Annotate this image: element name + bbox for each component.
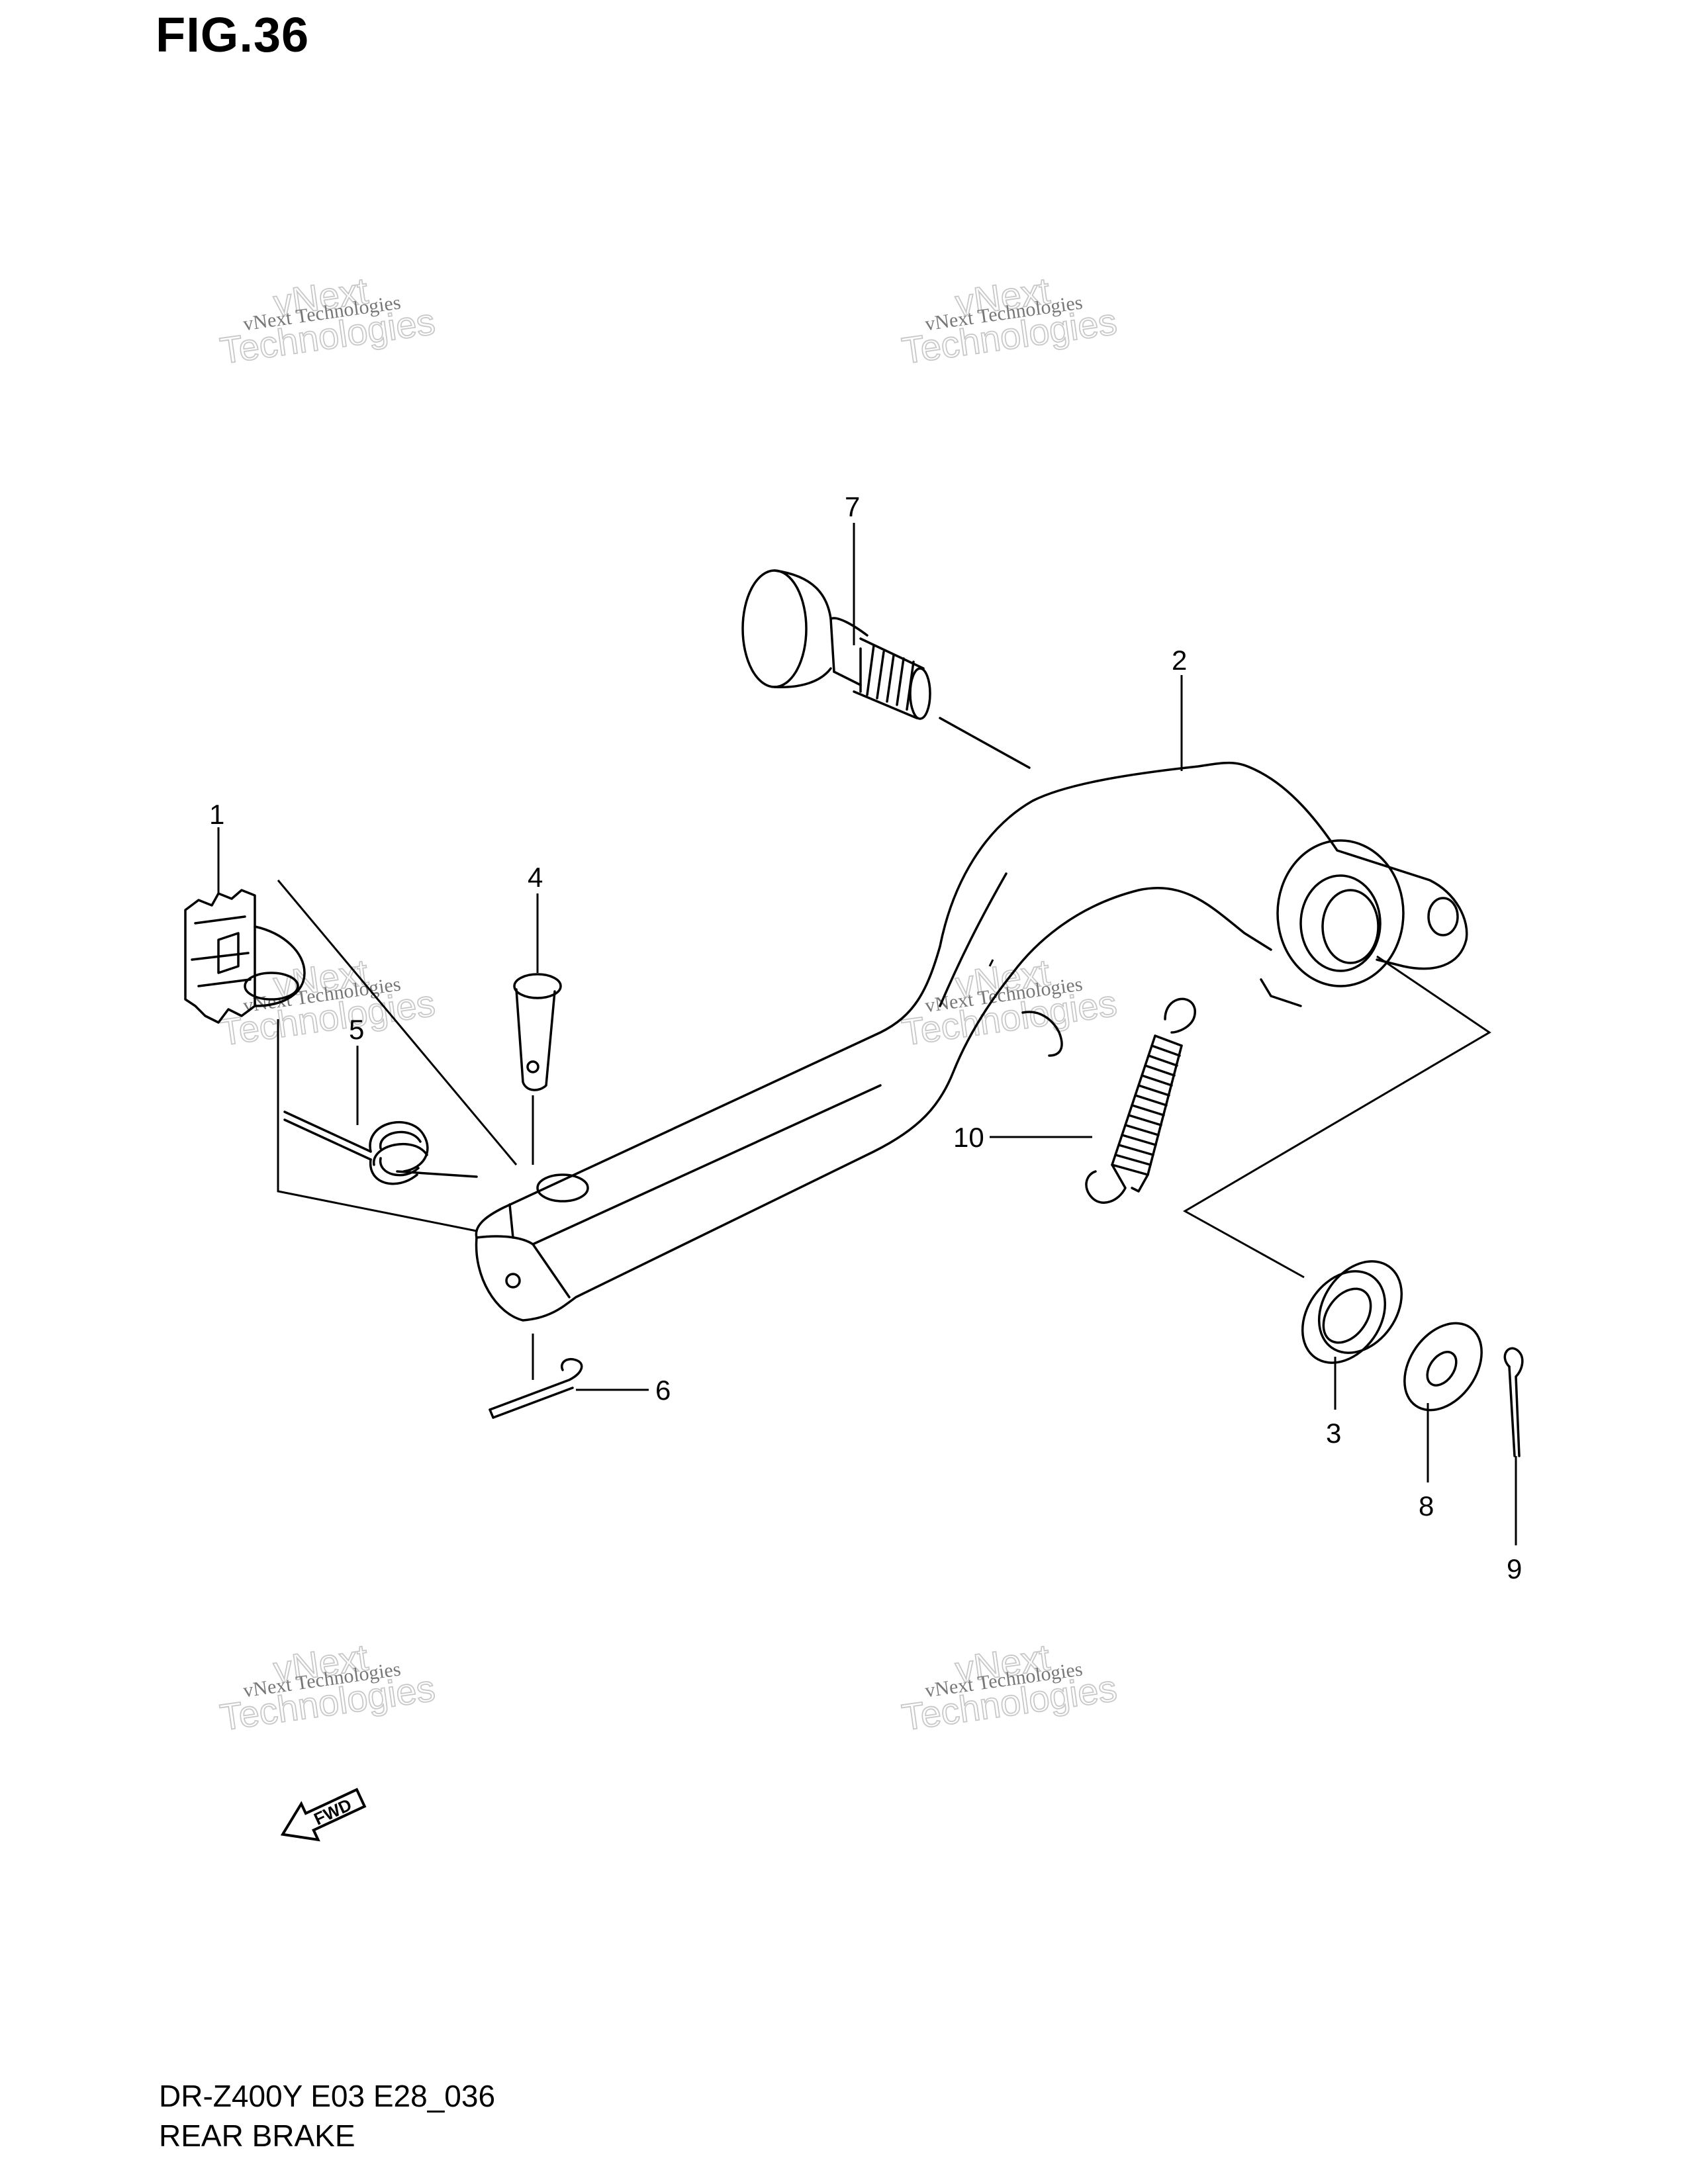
pivot-bolt bbox=[741, 569, 1031, 769]
svg-text:2: 2 bbox=[1172, 645, 1187, 676]
callout-4: 4 bbox=[528, 862, 543, 973]
svg-text:10: 10 bbox=[953, 1122, 984, 1153]
svg-text:1: 1 bbox=[209, 799, 224, 830]
callout-6: 6 bbox=[576, 1375, 671, 1406]
figure-title: FIG.36 bbox=[156, 7, 310, 62]
callout-1: 1 bbox=[209, 799, 224, 893]
fwd-arrow-icon: FWD bbox=[280, 1788, 367, 1842]
watermark-bottom-left: Technologies vNext vNext Technologies bbox=[217, 1635, 438, 1739]
tension-spring bbox=[1085, 997, 1196, 1204]
callout-2: 2 bbox=[1172, 645, 1187, 771]
cotter-pin-small bbox=[489, 1358, 583, 1419]
watermark-mid-center: Technologies vNext vNext Technologies bbox=[899, 950, 1120, 1054]
watermark-top-left: Technologies vNext vNext Technologies bbox=[217, 269, 438, 372]
svg-text:8: 8 bbox=[1419, 1490, 1434, 1522]
watermark-bottom-center: Technologies vNext vNext Technologies bbox=[899, 1635, 1120, 1739]
return-spring bbox=[283, 1111, 478, 1185]
cotter-pin-large bbox=[1503, 1347, 1524, 1457]
svg-text:6: 6 bbox=[655, 1375, 671, 1406]
svg-text:7: 7 bbox=[845, 491, 860, 522]
watermark-top-center: Technologies vNext vNext Technologies bbox=[899, 269, 1120, 372]
model-code: DR-Z400Y E03 E28_036 bbox=[159, 2079, 496, 2113]
callout-8: 8 bbox=[1419, 1403, 1434, 1522]
brake-pedal bbox=[475, 761, 1468, 1322]
figure-caption: REAR BRAKE bbox=[159, 2118, 355, 2153]
clevis-pin bbox=[513, 973, 562, 1091]
oil-seal bbox=[1301, 1260, 1403, 1364]
callout-9: 9 bbox=[1507, 1456, 1522, 1584]
assembly-lines bbox=[277, 880, 1491, 1380]
washer bbox=[1403, 1322, 1483, 1412]
svg-text:4: 4 bbox=[528, 862, 543, 893]
svg-text:3: 3 bbox=[1326, 1418, 1341, 1449]
callout-7: 7 bbox=[845, 491, 860, 645]
svg-text:5: 5 bbox=[349, 1014, 364, 1045]
adjuster-nut bbox=[184, 889, 306, 1024]
callout-3: 3 bbox=[1326, 1357, 1341, 1449]
watermark-mid-left: Technologies vNext vNext Technologies bbox=[217, 950, 438, 1054]
callout-10: 10 bbox=[953, 1122, 1092, 1153]
callout-5: 5 bbox=[349, 1014, 364, 1125]
svg-text:9: 9 bbox=[1507, 1553, 1522, 1584]
